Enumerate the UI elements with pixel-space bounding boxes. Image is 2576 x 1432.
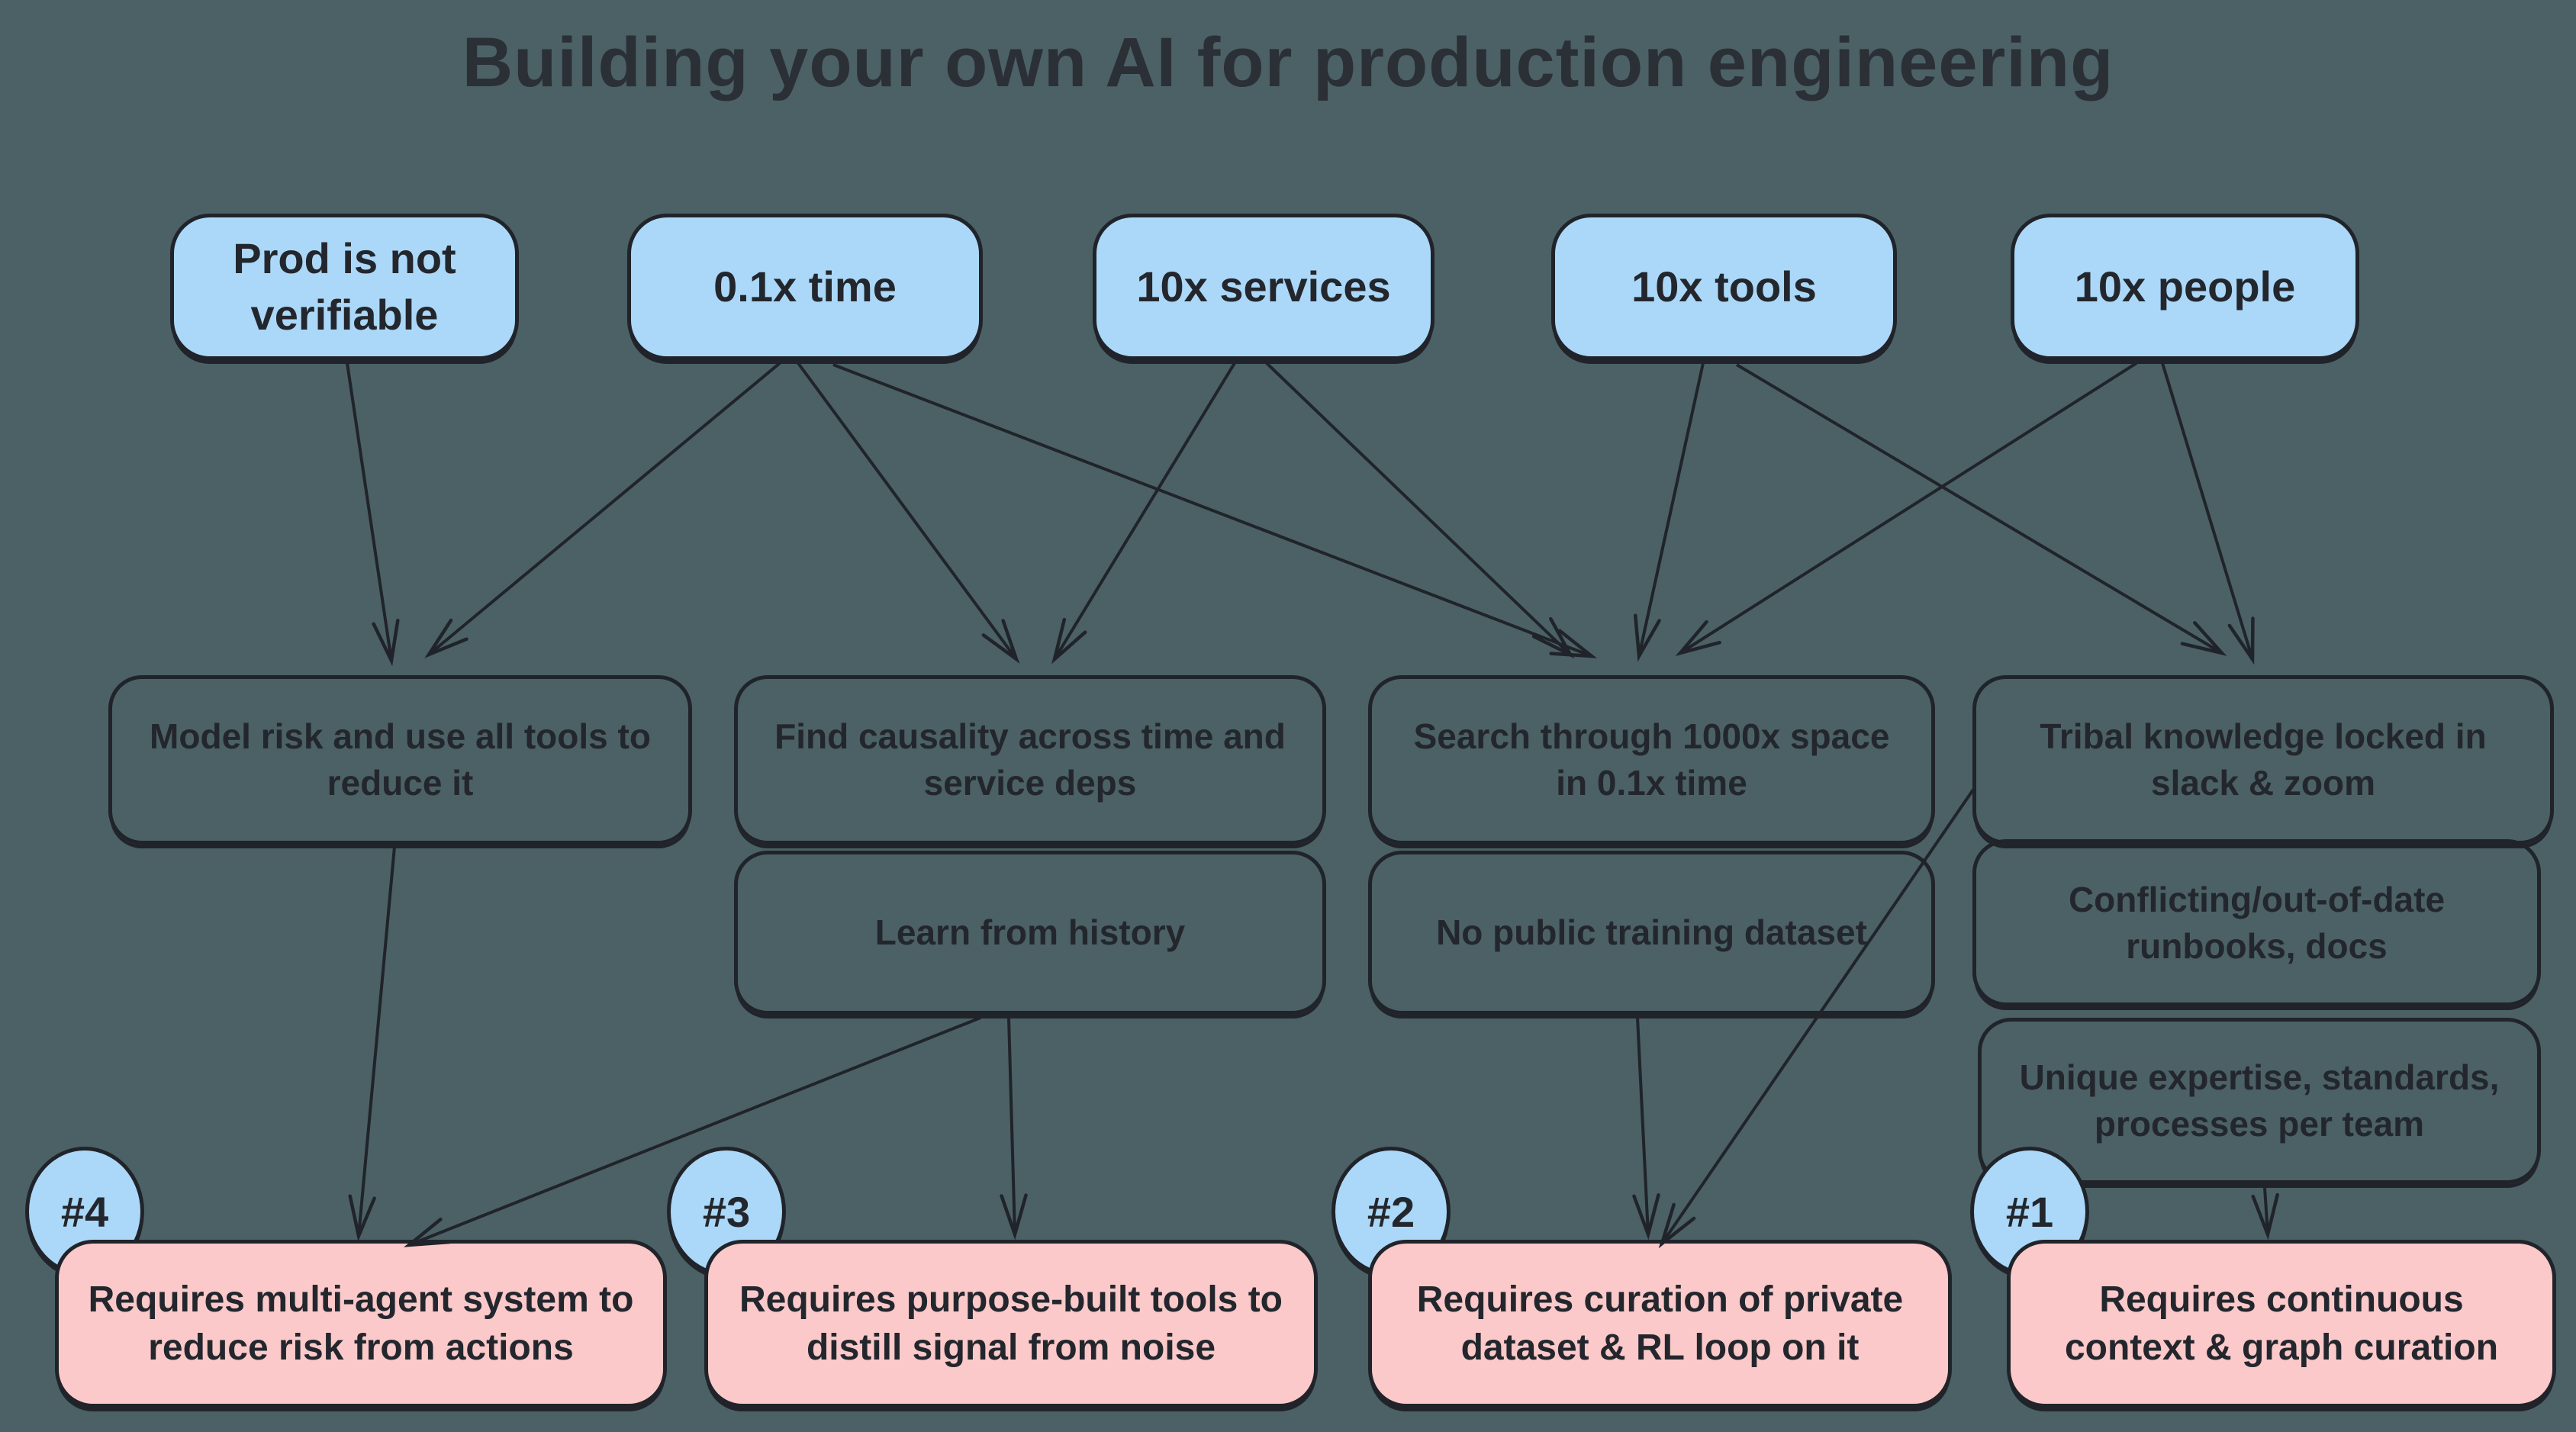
arrow-01xtime-to-search bbox=[832, 363, 1598, 658]
node-label: 10x services bbox=[1136, 262, 1391, 311]
node-model-risk: Model risk and use all tools to reduce i… bbox=[108, 675, 692, 845]
node-label: 10x people bbox=[2074, 262, 2296, 311]
node-requires-purpose-built-tools: Requires purpose-built tools to distill … bbox=[704, 1240, 1318, 1408]
arrow-people-to-tribal bbox=[2161, 362, 2255, 665]
node-label: Find causality across time and service d… bbox=[774, 716, 1286, 803]
node-label: Model risk and use all tools to reduce i… bbox=[150, 716, 651, 803]
node-no-public-training-dataset: No public training dataset bbox=[1368, 851, 1935, 1015]
node-10x-people: 10x people bbox=[2011, 214, 2359, 360]
arrow-unique-expertise-to-req1 bbox=[2251, 1186, 2279, 1241]
node-label: Search through 1000x space in 0.1x time bbox=[1413, 716, 1890, 803]
node-label: Requires purpose-built tools to distill … bbox=[739, 1279, 1283, 1368]
arrow-services-to-find-causality bbox=[1051, 362, 1236, 665]
node-tribal-knowledge: Tribal knowledge locked in slack & zoom bbox=[1972, 675, 2554, 845]
arrow-learn-history-to-req3 bbox=[1000, 1017, 1028, 1241]
arrow-prod-to-model-risk bbox=[346, 362, 400, 667]
arrow-01xtime-to-find-causality bbox=[797, 362, 1020, 665]
node-prod-is-not-verifiable: Prod is not verifiable bbox=[170, 214, 519, 360]
diagram-title: Building your own AI for production engi… bbox=[462, 24, 2114, 101]
node-label: Unique expertise, standards, processes p… bbox=[2019, 1057, 2500, 1144]
node-conflicting-runbooks: Conflicting/out-of-date runbooks, docs bbox=[1972, 839, 2541, 1006]
node-label: 10x tools bbox=[1631, 262, 1817, 311]
node-10x-services: 10x services bbox=[1093, 214, 1435, 360]
node-find-causality: Find causality across time and service d… bbox=[734, 675, 1326, 845]
node-label: Requires curation of private dataset & R… bbox=[1416, 1279, 1904, 1368]
node-search-1000x-space: Search through 1000x space in 0.1x time bbox=[1368, 675, 1935, 845]
node-requires-context-graph-curation: Requires continuous context & graph cura… bbox=[2007, 1240, 2556, 1408]
node-label: Requires continuous context & graph cura… bbox=[2064, 1279, 2499, 1368]
arrow-model-risk-to-req4 bbox=[348, 846, 396, 1242]
node-10x-tools: 10x tools bbox=[1551, 214, 1897, 360]
node-label: No public training dataset bbox=[1436, 912, 1867, 953]
node-requires-private-dataset-rl: Requires curation of private dataset & R… bbox=[1368, 1240, 1952, 1408]
node-label: Conflicting/out-of-date runbooks, docs bbox=[2068, 879, 2446, 966]
arrow-01xtime-to-model-risk bbox=[424, 362, 781, 658]
node-label: Prod is not verifiable bbox=[233, 234, 456, 339]
node-label: Learn from history bbox=[874, 912, 1186, 953]
arrow-people-to-search bbox=[1675, 362, 2138, 657]
arrow-tools-to-search bbox=[1634, 362, 1705, 662]
badge-label: #4 bbox=[60, 1187, 109, 1236]
badge-label: #1 bbox=[2005, 1187, 2054, 1236]
arrow-tools-to-tribal bbox=[1735, 363, 2227, 656]
node-label: Requires multi-agent system to reduce ri… bbox=[88, 1279, 634, 1368]
node-label: Tribal knowledge locked in slack & zoom bbox=[2040, 716, 2487, 803]
node-label: 0.1x time bbox=[713, 262, 897, 311]
node-unique-expertise: Unique expertise, standards, processes p… bbox=[1978, 1018, 2541, 1184]
badge-label: #2 bbox=[1367, 1187, 1415, 1236]
arrow-services-to-search bbox=[1265, 362, 1575, 659]
arrow-no-dataset-to-req2 bbox=[1632, 1017, 1660, 1241]
node-0-1x-time: 0.1x time bbox=[627, 214, 983, 360]
node-learn-from-history: Learn from history bbox=[734, 851, 1326, 1015]
node-requires-multi-agent-system: Requires multi-agent system to reduce ri… bbox=[55, 1240, 667, 1408]
badge-label: #3 bbox=[702, 1187, 751, 1236]
